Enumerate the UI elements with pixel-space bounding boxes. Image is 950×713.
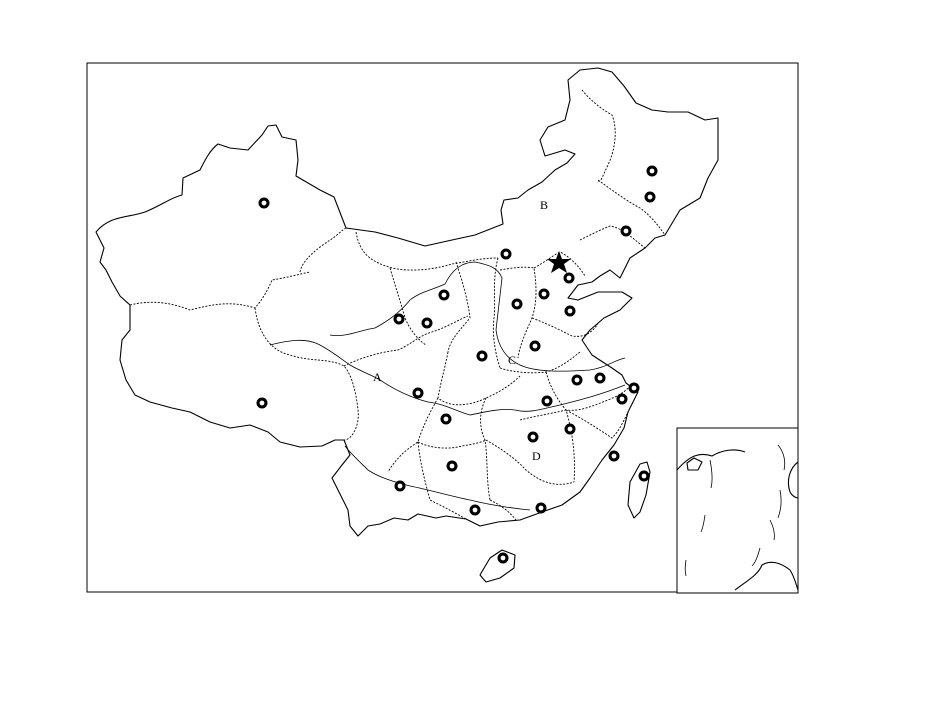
city-marker-icon	[393, 313, 405, 325]
city-marker-icon	[644, 191, 656, 203]
city-marker-icon	[256, 397, 268, 409]
city-marker-icon	[628, 382, 640, 394]
city-marker-icon	[529, 340, 541, 352]
label-b: B	[540, 198, 548, 212]
city-marker-icon	[438, 289, 450, 301]
city-marker-icon	[564, 305, 576, 317]
rivers	[269, 261, 626, 511]
label-c: C	[508, 353, 516, 367]
map-frame	[86, 62, 799, 593]
city-marker-icon	[541, 395, 553, 407]
label-a: A	[373, 370, 382, 384]
city-marker-icon	[440, 413, 452, 425]
star-icon	[547, 251, 571, 273]
city-marker-icon	[421, 317, 433, 329]
city-marker-icon	[594, 372, 606, 384]
city-marker-icon	[412, 387, 424, 399]
city-marker-icon	[563, 272, 575, 284]
city-marker-icon	[511, 298, 523, 310]
city-marker-icon	[571, 374, 583, 386]
city-marker-icon	[608, 450, 620, 462]
city-marker-icon	[616, 393, 628, 405]
city-marker-icon	[476, 350, 488, 362]
hainan-island	[479, 549, 516, 583]
label-d: D	[532, 449, 541, 463]
city-marker-icon	[535, 502, 547, 514]
south-china-sea-inset	[676, 427, 799, 594]
city-marker-icon	[638, 470, 650, 482]
city-marker-icon	[446, 460, 458, 472]
city-marker-icon	[469, 504, 481, 516]
city-marker-icon	[564, 423, 576, 435]
city-marker-icon	[527, 431, 539, 443]
city-marker-icon	[538, 288, 550, 300]
city-marker-icon	[646, 165, 658, 177]
city-marker-icon	[497, 552, 509, 564]
city-markers	[256, 165, 658, 564]
provincial-boundaries	[129, 89, 666, 521]
city-marker-icon	[500, 248, 512, 260]
country-border	[95, 67, 719, 537]
taiwan-island	[627, 461, 651, 519]
city-marker-icon	[394, 480, 406, 492]
city-marker-icon	[258, 197, 270, 209]
city-marker-icon	[620, 225, 632, 237]
